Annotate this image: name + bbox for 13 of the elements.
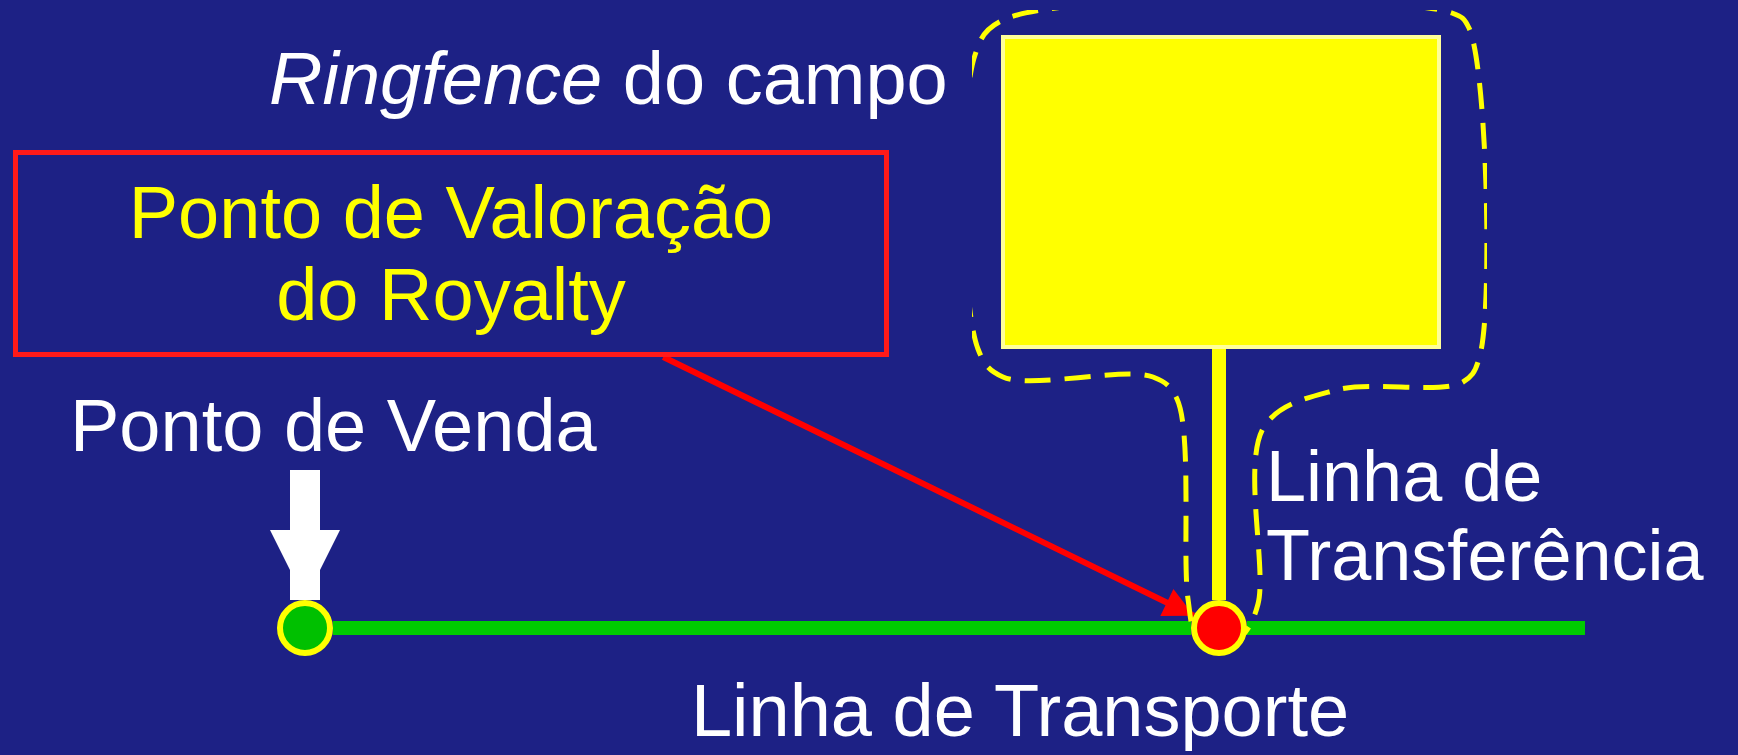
point-label: Ponto de Venda	[70, 385, 598, 467]
ringfence-label: Ringfence do campo	[269, 38, 948, 120]
junction-dot	[277, 600, 333, 656]
field-box	[1001, 35, 1441, 349]
callout-box	[13, 150, 889, 357]
junction-dot	[1191, 600, 1247, 656]
pointer-arrow	[661, 354, 1196, 619]
transport-line	[333, 621, 1191, 635]
transfer-line	[1212, 349, 1226, 600]
callout-text: Ponto de Valoração do Royalty	[127, 172, 775, 335]
block-arrow	[270, 470, 340, 600]
line-label: Linha de Transferência	[1266, 437, 1705, 596]
line-label: Linha de Transporte	[689, 670, 1351, 752]
